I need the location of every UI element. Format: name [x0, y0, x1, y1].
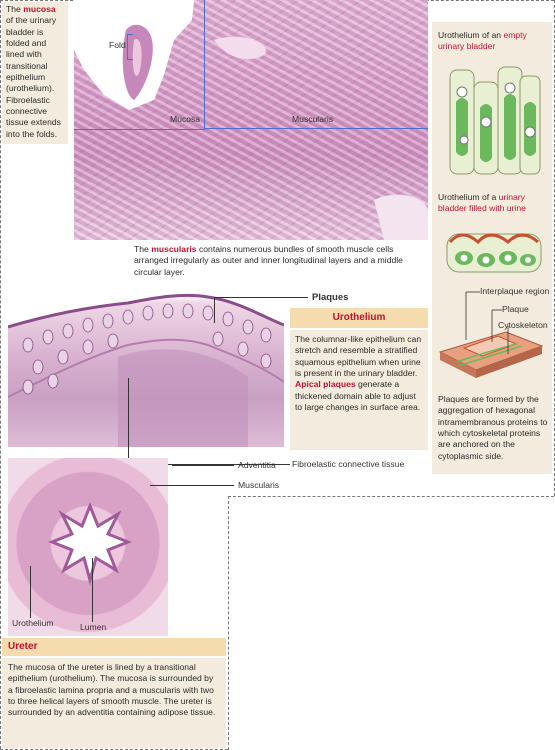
bladder-fold-shapes: [74, 0, 428, 240]
urothelium-pointer-v: [30, 566, 31, 618]
urothelium-info-box: The columnar-like epithelium can stretch…: [290, 330, 428, 450]
fibro-pointer-v: [128, 378, 129, 464]
mucosa-label: Mucosa: [170, 114, 201, 124]
mucosa-intro-box: The mucosa of the urinary bladder is fol…: [2, 2, 68, 144]
plaque-membrane-diagram: [438, 291, 544, 378]
plaques-formation-text: Plaques are formed by the aggregation of…: [438, 394, 548, 461]
fold-bracket: [127, 34, 133, 60]
adventitia-label: Adventitia: [238, 460, 276, 470]
urothelium-header: Urothelium: [290, 308, 428, 328]
empty-bladder-urothelium-diagram: [449, 66, 541, 175]
dashed-frame-stub: [228, 496, 229, 750]
plaques-pointer-h: [214, 297, 308, 298]
plaque-label: Plaque: [502, 304, 529, 314]
fibroelastic-label: Fibroelastic connective tissue: [292, 459, 405, 469]
plaques-pointer-v: [214, 297, 215, 323]
ureter-header: Ureter: [2, 638, 226, 656]
bladder-wall-micrograph: Fold Mucosa Muscularis: [74, 0, 428, 240]
apical-plaques-term: Apical plaques: [295, 379, 356, 390]
ureter-micrograph: [8, 458, 168, 636]
urothelium-sidebar: Urothelium of an empty urinary bladder U…: [432, 22, 552, 474]
ureter-lumen-shape: [47, 501, 133, 586]
ureter-description: The mucosa of the ureter is lined by a t…: [2, 658, 226, 748]
empty-bladder-caption: Urothelium of an empty urinary bladder: [438, 30, 527, 52]
dashed-frame-left: [0, 0, 1, 749]
ureter-urothelium-label: Urothelium: [12, 618, 54, 628]
filled-bladder-caption: Urothelium of a urinary bladder filled w…: [438, 192, 526, 214]
muscularis-pointer: [150, 485, 234, 486]
muscularis-caption: The muscularis contains numerous bundles…: [134, 244, 403, 277]
muscularis-label: Muscularis: [292, 114, 334, 124]
muscularis-region-line: [204, 128, 428, 129]
mucosa-region-outline: [74, 0, 205, 130]
fibro-pointer-h: [128, 464, 290, 465]
filled-bladder-urothelium-diagram: [446, 233, 542, 273]
urothelium-micrograph: [8, 287, 284, 447]
lumen-label: Lumen: [80, 622, 107, 632]
dashed-frame-middle: [228, 496, 554, 497]
muscularis-term: muscularis: [151, 244, 197, 254]
lumen-pointer-v: [92, 558, 93, 622]
cytoskeleton-label: Cytoskeleton: [498, 320, 548, 330]
plaques-label: Plaques: [312, 292, 349, 303]
interplaque-region-label: Interplaque region: [480, 286, 550, 296]
adventitia-pointer: [172, 465, 234, 466]
fold-label: Fold: [109, 40, 126, 50]
urothelium-cell-shapes: [8, 287, 284, 447]
mucosa-term: mucosa: [23, 4, 56, 14]
ureter-muscularis-label: Muscularis: [238, 480, 280, 490]
